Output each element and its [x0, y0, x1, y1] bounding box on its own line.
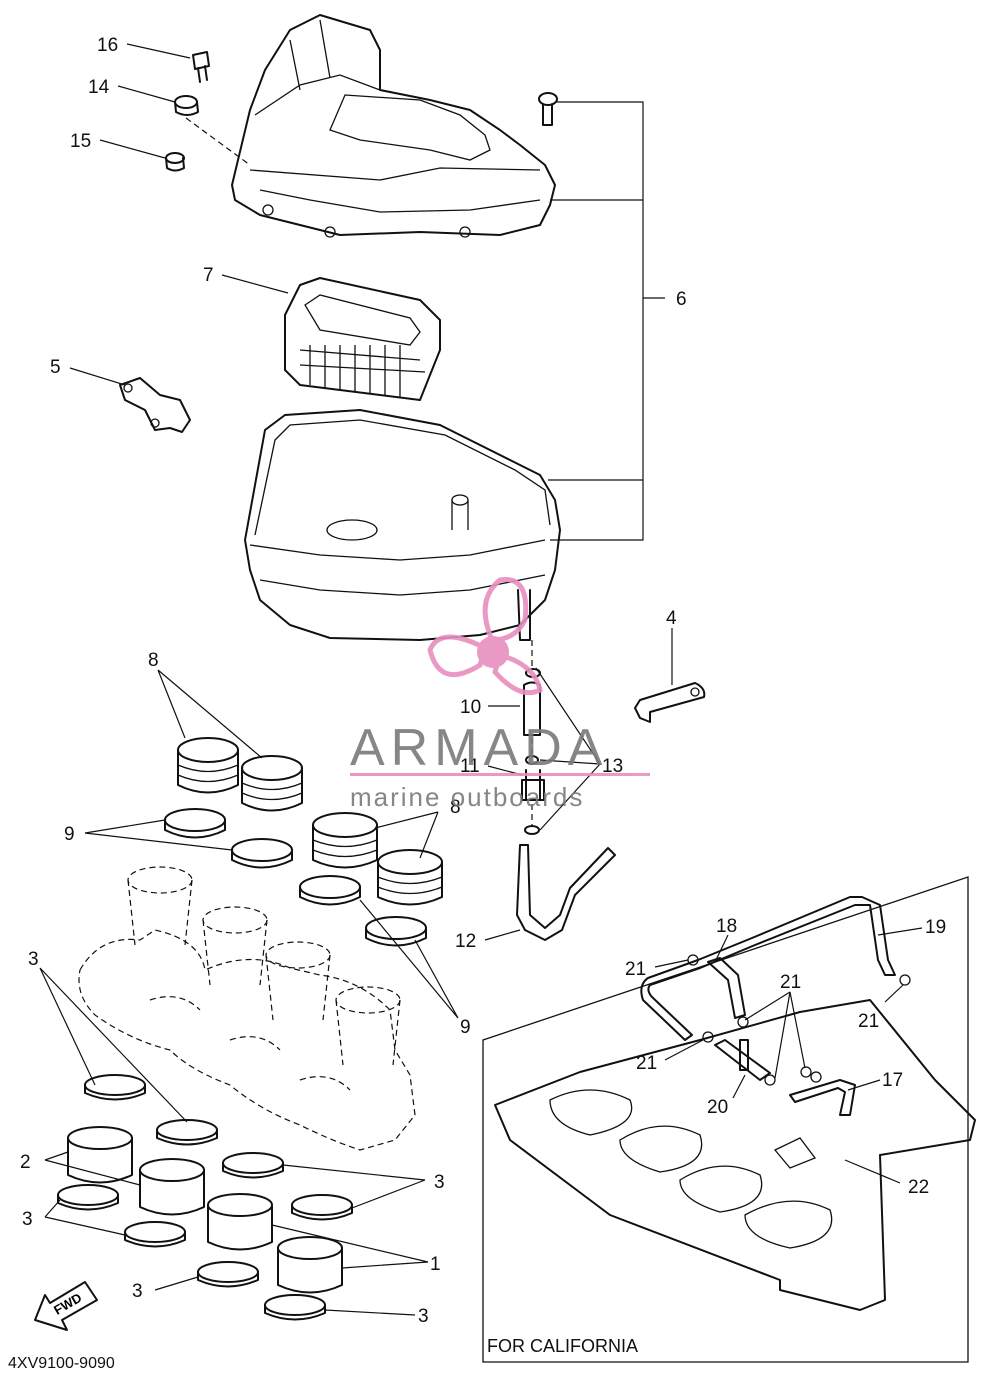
callout-3-b: 3	[434, 1172, 445, 1193]
callout-13: 13	[602, 756, 623, 777]
callout-12: 12	[455, 931, 476, 952]
watermark: ARMADA marine outboards	[350, 577, 650, 812]
california-box: FOR CALIFORNIA	[482, 876, 976, 1363]
callout-21-c: 21	[858, 1011, 879, 1032]
watermark-brand: ARMADA	[350, 719, 608, 777]
callout-5: 5	[50, 357, 61, 378]
callout-18: 18	[716, 916, 737, 937]
callout-7: 7	[203, 265, 214, 286]
callout-19: 19	[925, 917, 946, 938]
callout-3-e: 3	[418, 1306, 429, 1327]
callout-16: 16	[97, 35, 118, 56]
collar-15	[165, 152, 185, 172]
callout-11: 11	[460, 756, 480, 777]
callout-4: 4	[666, 608, 677, 629]
callout-17: 17	[882, 1070, 903, 1091]
bracket-5	[119, 377, 191, 433]
callout-10: 10	[460, 697, 481, 718]
lower-joints-and-clamps	[57, 1074, 353, 1321]
callout-20: 20	[707, 1097, 728, 1118]
intake-joints	[177, 737, 443, 906]
callout-21-b: 21	[780, 972, 801, 993]
region-label: FOR CALIFORNIA	[487, 1336, 638, 1356]
watermark-tagline: marine outboards	[350, 782, 584, 812]
callout-22: 22	[908, 1177, 929, 1198]
callout-8-right: 8	[450, 797, 461, 818]
callout-14: 14	[88, 77, 110, 98]
leader-6-bracket	[548, 101, 665, 541]
fwd-label: FWD	[51, 1290, 84, 1318]
propeller-logo-icon	[427, 577, 543, 696]
callout-9-right: 9	[460, 1017, 471, 1038]
callout-6: 6	[676, 289, 687, 310]
watermark-divider	[350, 773, 650, 776]
callout-21-d: 21	[636, 1053, 657, 1074]
bolt-16	[192, 51, 210, 83]
callout-1: 1	[430, 1254, 441, 1275]
clamps-9	[164, 808, 427, 947]
clip-4	[634, 682, 706, 723]
air-box-case	[244, 409, 561, 641]
callout-3-a: 3	[28, 949, 39, 970]
callout-8-top: 8	[148, 650, 159, 671]
grommet-14	[174, 95, 199, 116]
fwd-arrow-icon: FWD	[34, 1281, 98, 1331]
callout-numbers: 16 14 15 7 6 5 4 8 10 11 13 8 9 12 3 9 2…	[20, 35, 946, 1327]
callout-15: 15	[70, 131, 91, 152]
drain-parts	[516, 640, 616, 941]
screw-cover	[538, 92, 558, 126]
callout-21-a: 21	[625, 959, 646, 980]
air-filter-element	[284, 277, 441, 401]
air-box-cover	[231, 14, 556, 238]
drawing-code: 4XV9100-9090	[8, 1355, 115, 1372]
callout-3-d: 3	[132, 1281, 143, 1302]
callout-9-left: 9	[64, 824, 75, 845]
carburetor-assembly	[78, 866, 416, 1151]
callout-3-c: 3	[22, 1209, 33, 1230]
callout-2: 2	[20, 1152, 31, 1173]
